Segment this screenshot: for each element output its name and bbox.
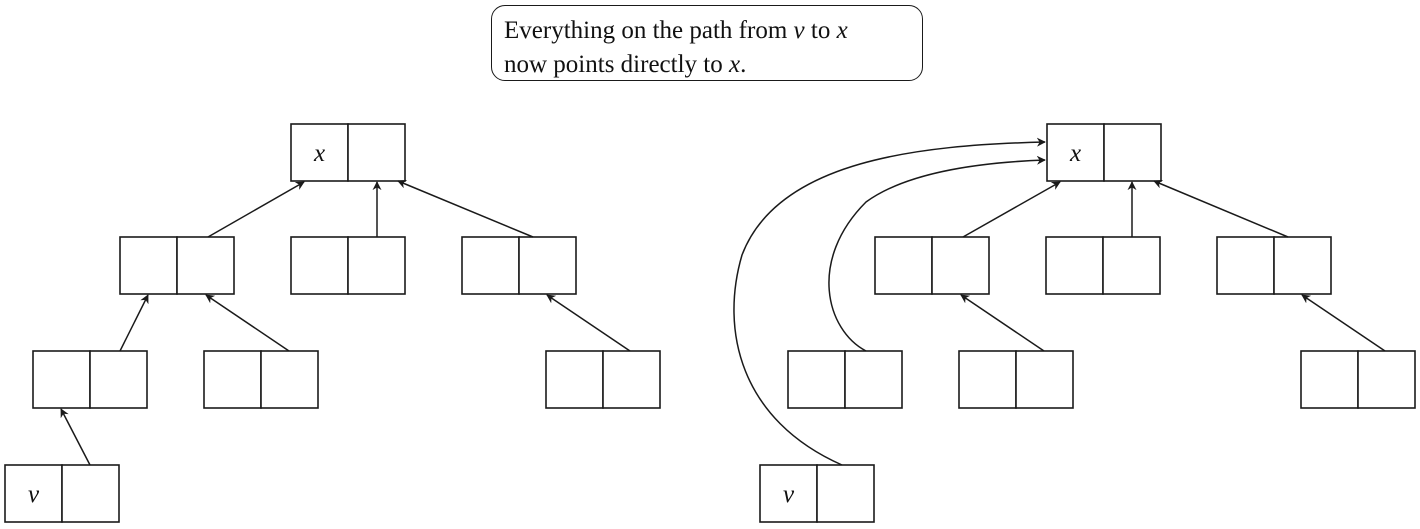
node-l1-a	[874, 236, 990, 295]
caption-callout: Everything on the path from v to x now p…	[491, 5, 923, 81]
caption-text-to: to	[804, 17, 837, 44]
node-l2-c	[1300, 350, 1416, 409]
edge-l1c-to-root	[397, 179, 534, 238]
node-root: x	[290, 123, 406, 182]
tree-before: x v	[4, 123, 661, 523]
edge-l1a-to-root	[962, 181, 1061, 238]
node-l1-c	[461, 236, 577, 295]
node-l1-b	[290, 236, 406, 295]
node-label-x: x	[1069, 140, 1081, 167]
edge-l2b-to-l1a	[960, 294, 1045, 352]
node-l2-a	[787, 350, 903, 409]
node-root: x	[1046, 123, 1162, 182]
node-l2-a	[32, 350, 148, 409]
caption-var-x-2: x	[728, 51, 741, 78]
caption-text-2: now points directly to	[504, 51, 729, 78]
node-l2-c	[545, 350, 661, 409]
caption-var-x: x	[836, 17, 848, 44]
caption-text-1: Everything on the path from	[504, 17, 794, 44]
node-l1-a	[119, 236, 235, 295]
node-l2-b	[958, 350, 1074, 409]
caption-line-1: Everything on the path from v to x	[504, 14, 910, 48]
edge-l2c-to-l1c	[546, 294, 631, 352]
node-label-v: v	[28, 481, 40, 508]
node-leaf-v: v	[759, 464, 875, 523]
edge-l2a-to-l1a	[119, 294, 149, 352]
tree-after: x v	[733, 123, 1416, 523]
node-l1-b	[1045, 236, 1161, 295]
caption-period: .	[740, 51, 747, 78]
edge-l1a-to-root	[207, 181, 305, 238]
node-l2-b	[203, 350, 319, 409]
node-label-x: x	[313, 140, 325, 167]
edge-l2a-to-root-curved	[828, 155, 1046, 352]
node-l1-c	[1216, 236, 1332, 295]
edge-l2c-to-l1c	[1301, 294, 1386, 352]
edge-l1c-to-root	[1153, 179, 1289, 238]
node-leaf-v: v	[4, 464, 120, 523]
node-label-v: v	[783, 481, 795, 508]
caption-var-v: v	[793, 17, 805, 44]
caption-line-2: now points directly to x.	[504, 48, 910, 82]
edge-v-to-root-curved	[733, 137, 1046, 466]
edge-v-to-l2a	[60, 408, 91, 466]
edge-l2b-to-l1a	[205, 294, 290, 352]
